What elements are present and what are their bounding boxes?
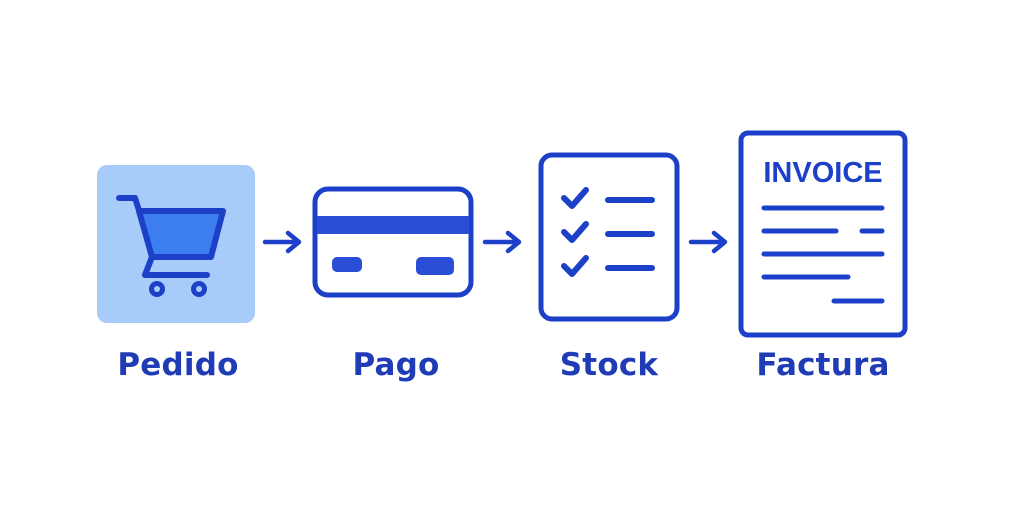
step-label-pedido: Pedido <box>117 347 239 383</box>
arrow-right-icon <box>688 230 730 259</box>
arrow-right-icon <box>482 230 524 259</box>
step-label-pago: Pago <box>352 347 440 383</box>
shopping-cart-icon <box>97 165 255 323</box>
invoice-title: INVOICE <box>763 157 882 189</box>
invoice-document-icon: INVOICE <box>738 130 908 338</box>
arrow-right-icon <box>262 230 304 259</box>
credit-card-icon <box>312 186 474 298</box>
step-label-stock: Stock <box>559 347 659 383</box>
checklist-icon <box>538 152 680 322</box>
step-label-factura: Factura <box>756 347 890 383</box>
